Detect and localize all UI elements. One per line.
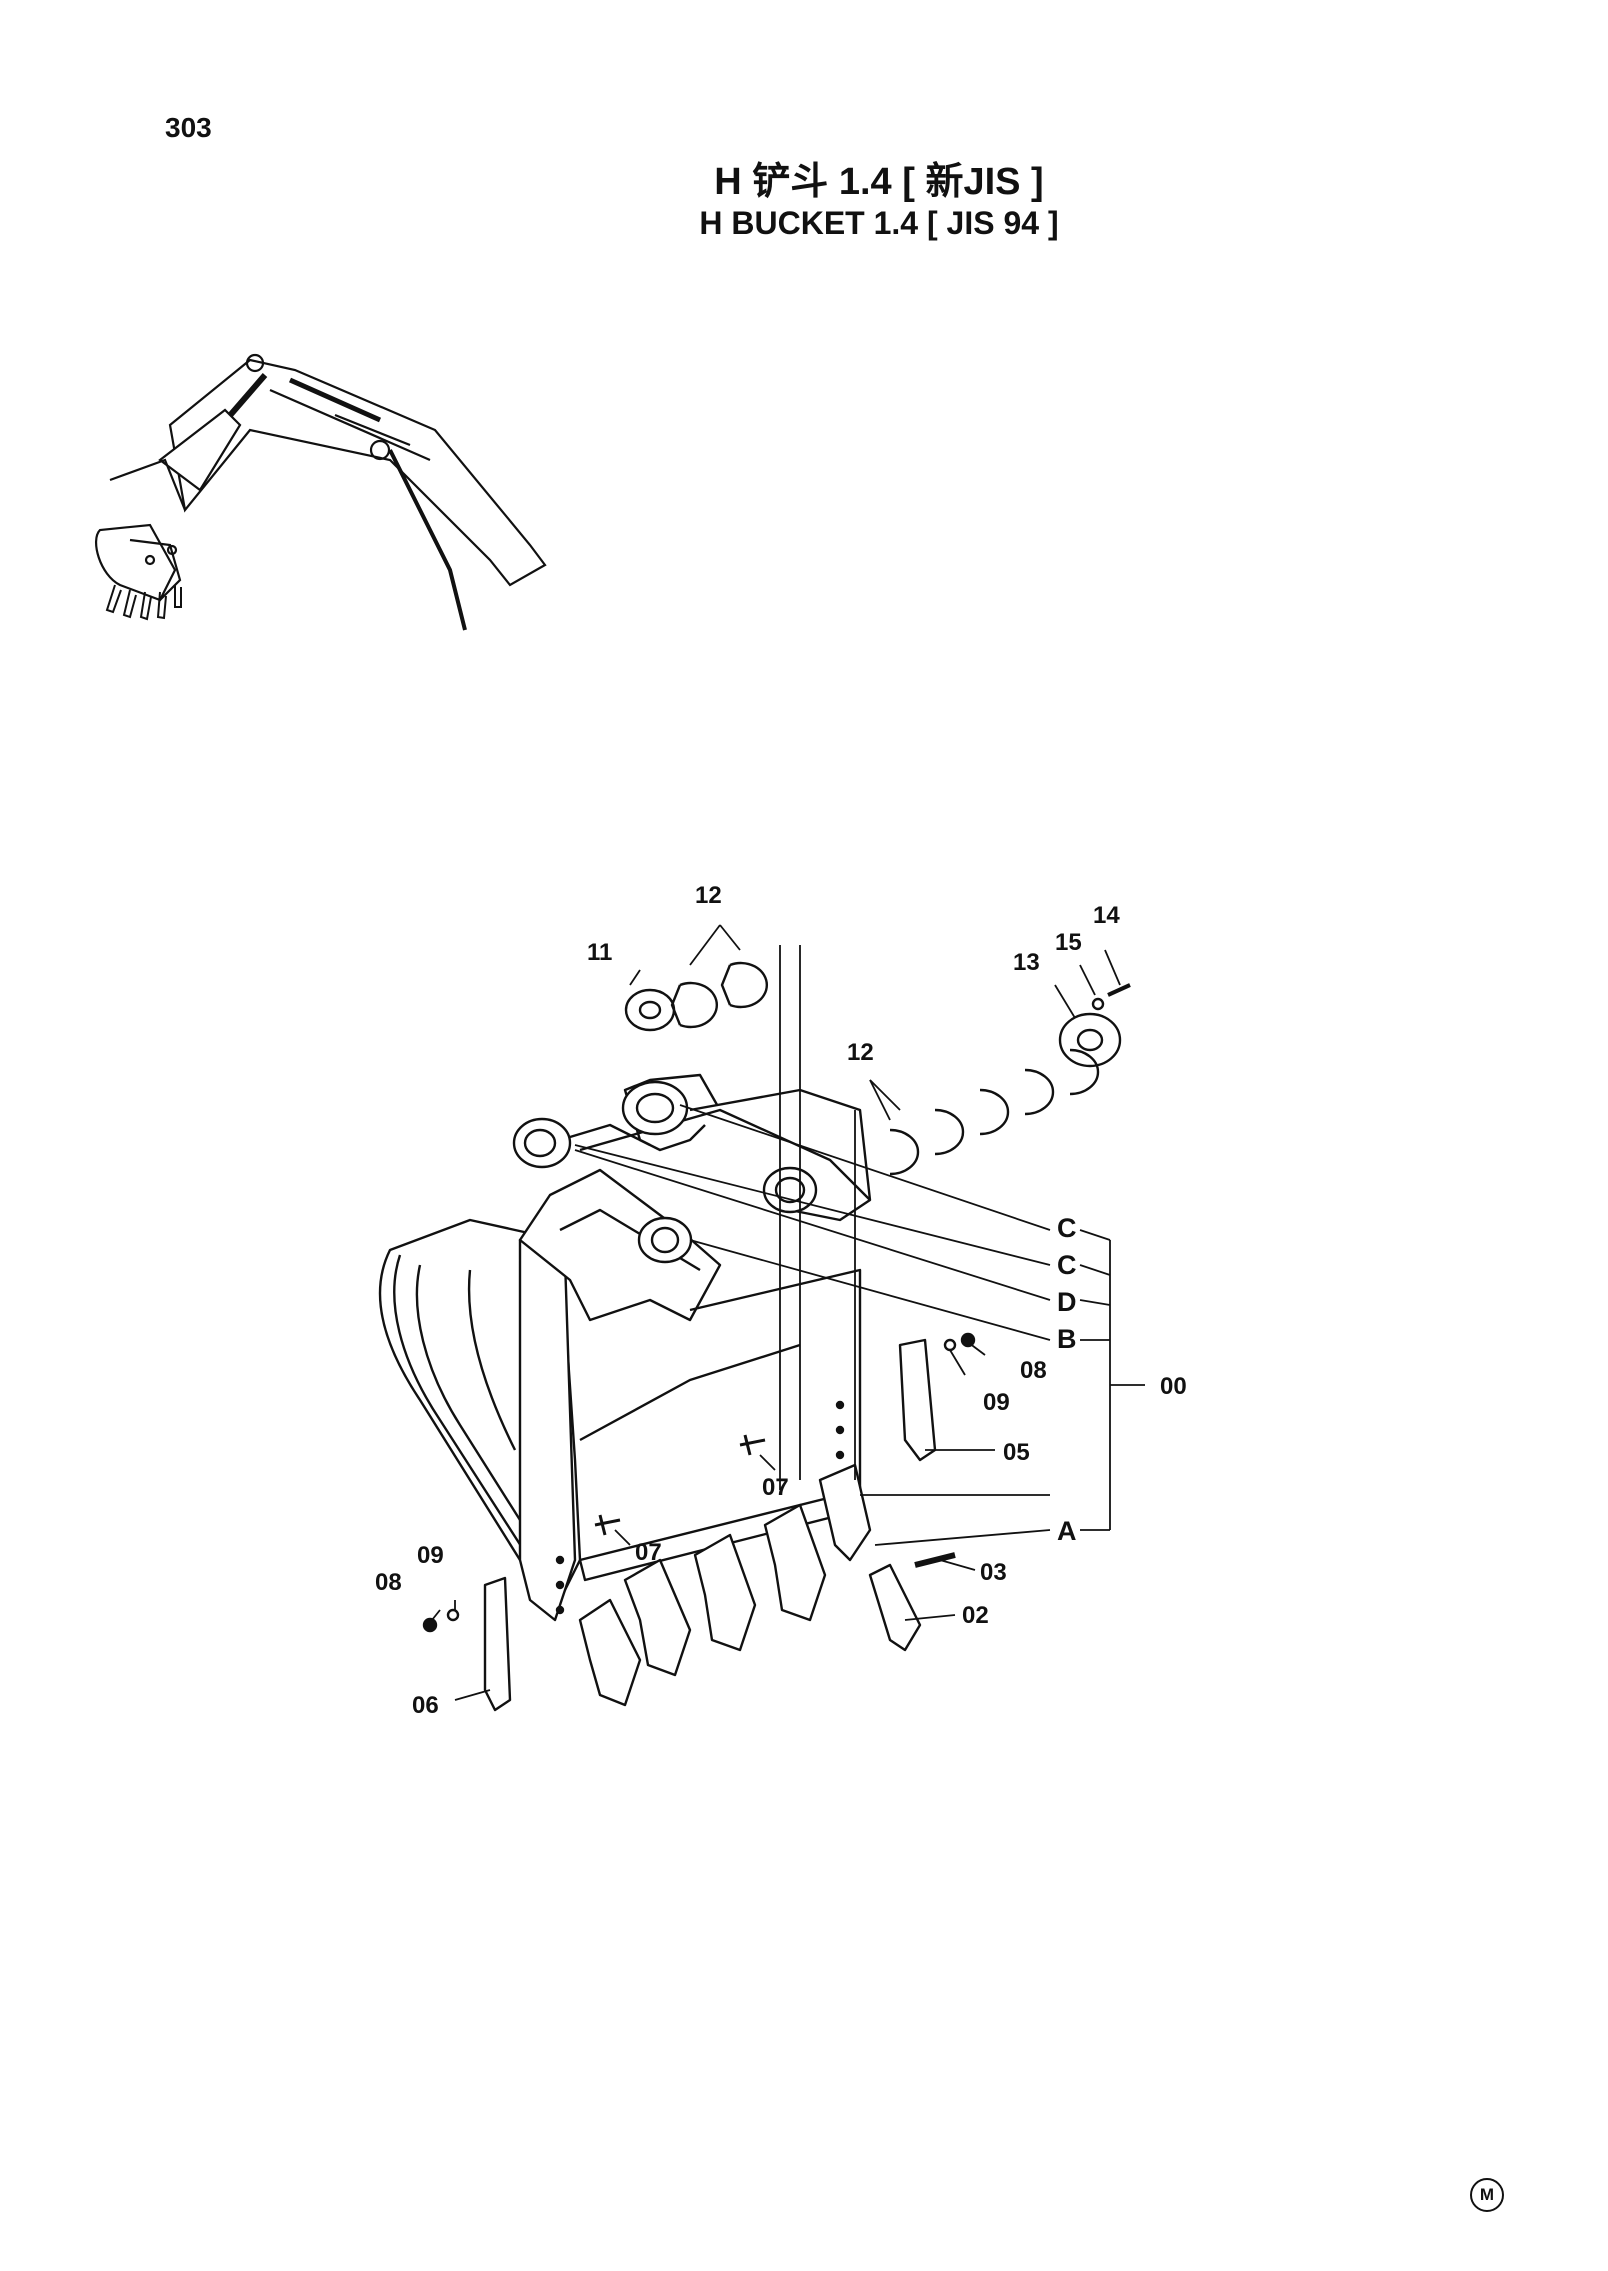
callout-00: 00: [1160, 1373, 1187, 1400]
ref-letter-a: A: [1057, 1516, 1077, 1546]
side-cutter-right: [898, 1338, 937, 1462]
callout-09-right: 09: [983, 1389, 1010, 1416]
callout-03: 03: [980, 1559, 1007, 1586]
callout-06: 06: [412, 1692, 439, 1719]
bucket-teeth: [578, 1463, 922, 1707]
callout-15: 15: [1055, 929, 1082, 956]
excavator-overview-illustration: [95, 353, 547, 631]
callout-08-right: 08: [1020, 1357, 1047, 1384]
callout-12-lower: 12: [847, 1039, 874, 1066]
callout-09-left: 09: [417, 1542, 444, 1569]
callout-12-upper: 12: [695, 882, 722, 909]
side-plate: [518, 1228, 577, 1622]
title-english: H BUCKET 1.4 [ JIS 94 ]: [699, 205, 1059, 241]
callout-11: 11: [587, 939, 612, 966]
callout-13: 13: [1013, 949, 1040, 976]
ref-letter-c-1: C: [1057, 1213, 1077, 1243]
ref-letter-d: D: [1057, 1287, 1077, 1317]
title-chinese: H 铲斗 1.4 [ 新JIS ]: [714, 161, 1044, 203]
callout-02: 02: [962, 1602, 989, 1629]
page-number: 303: [165, 112, 212, 143]
ref-letter-b: B: [1057, 1324, 1077, 1354]
callout-14: 14: [1093, 902, 1120, 929]
shims-upper: [670, 961, 768, 1029]
side-cutter-left: [483, 1576, 512, 1712]
callout-07-right: 07: [762, 1474, 789, 1501]
ref-letter-c-2: C: [1057, 1250, 1077, 1280]
shims-lower: [889, 1048, 1100, 1176]
callout-07-left: 07: [635, 1539, 662, 1566]
callout-08-left: 08: [375, 1569, 402, 1596]
callout-05: 05: [1003, 1439, 1030, 1466]
corner-registered-mark: M: [1470, 2178, 1504, 2212]
